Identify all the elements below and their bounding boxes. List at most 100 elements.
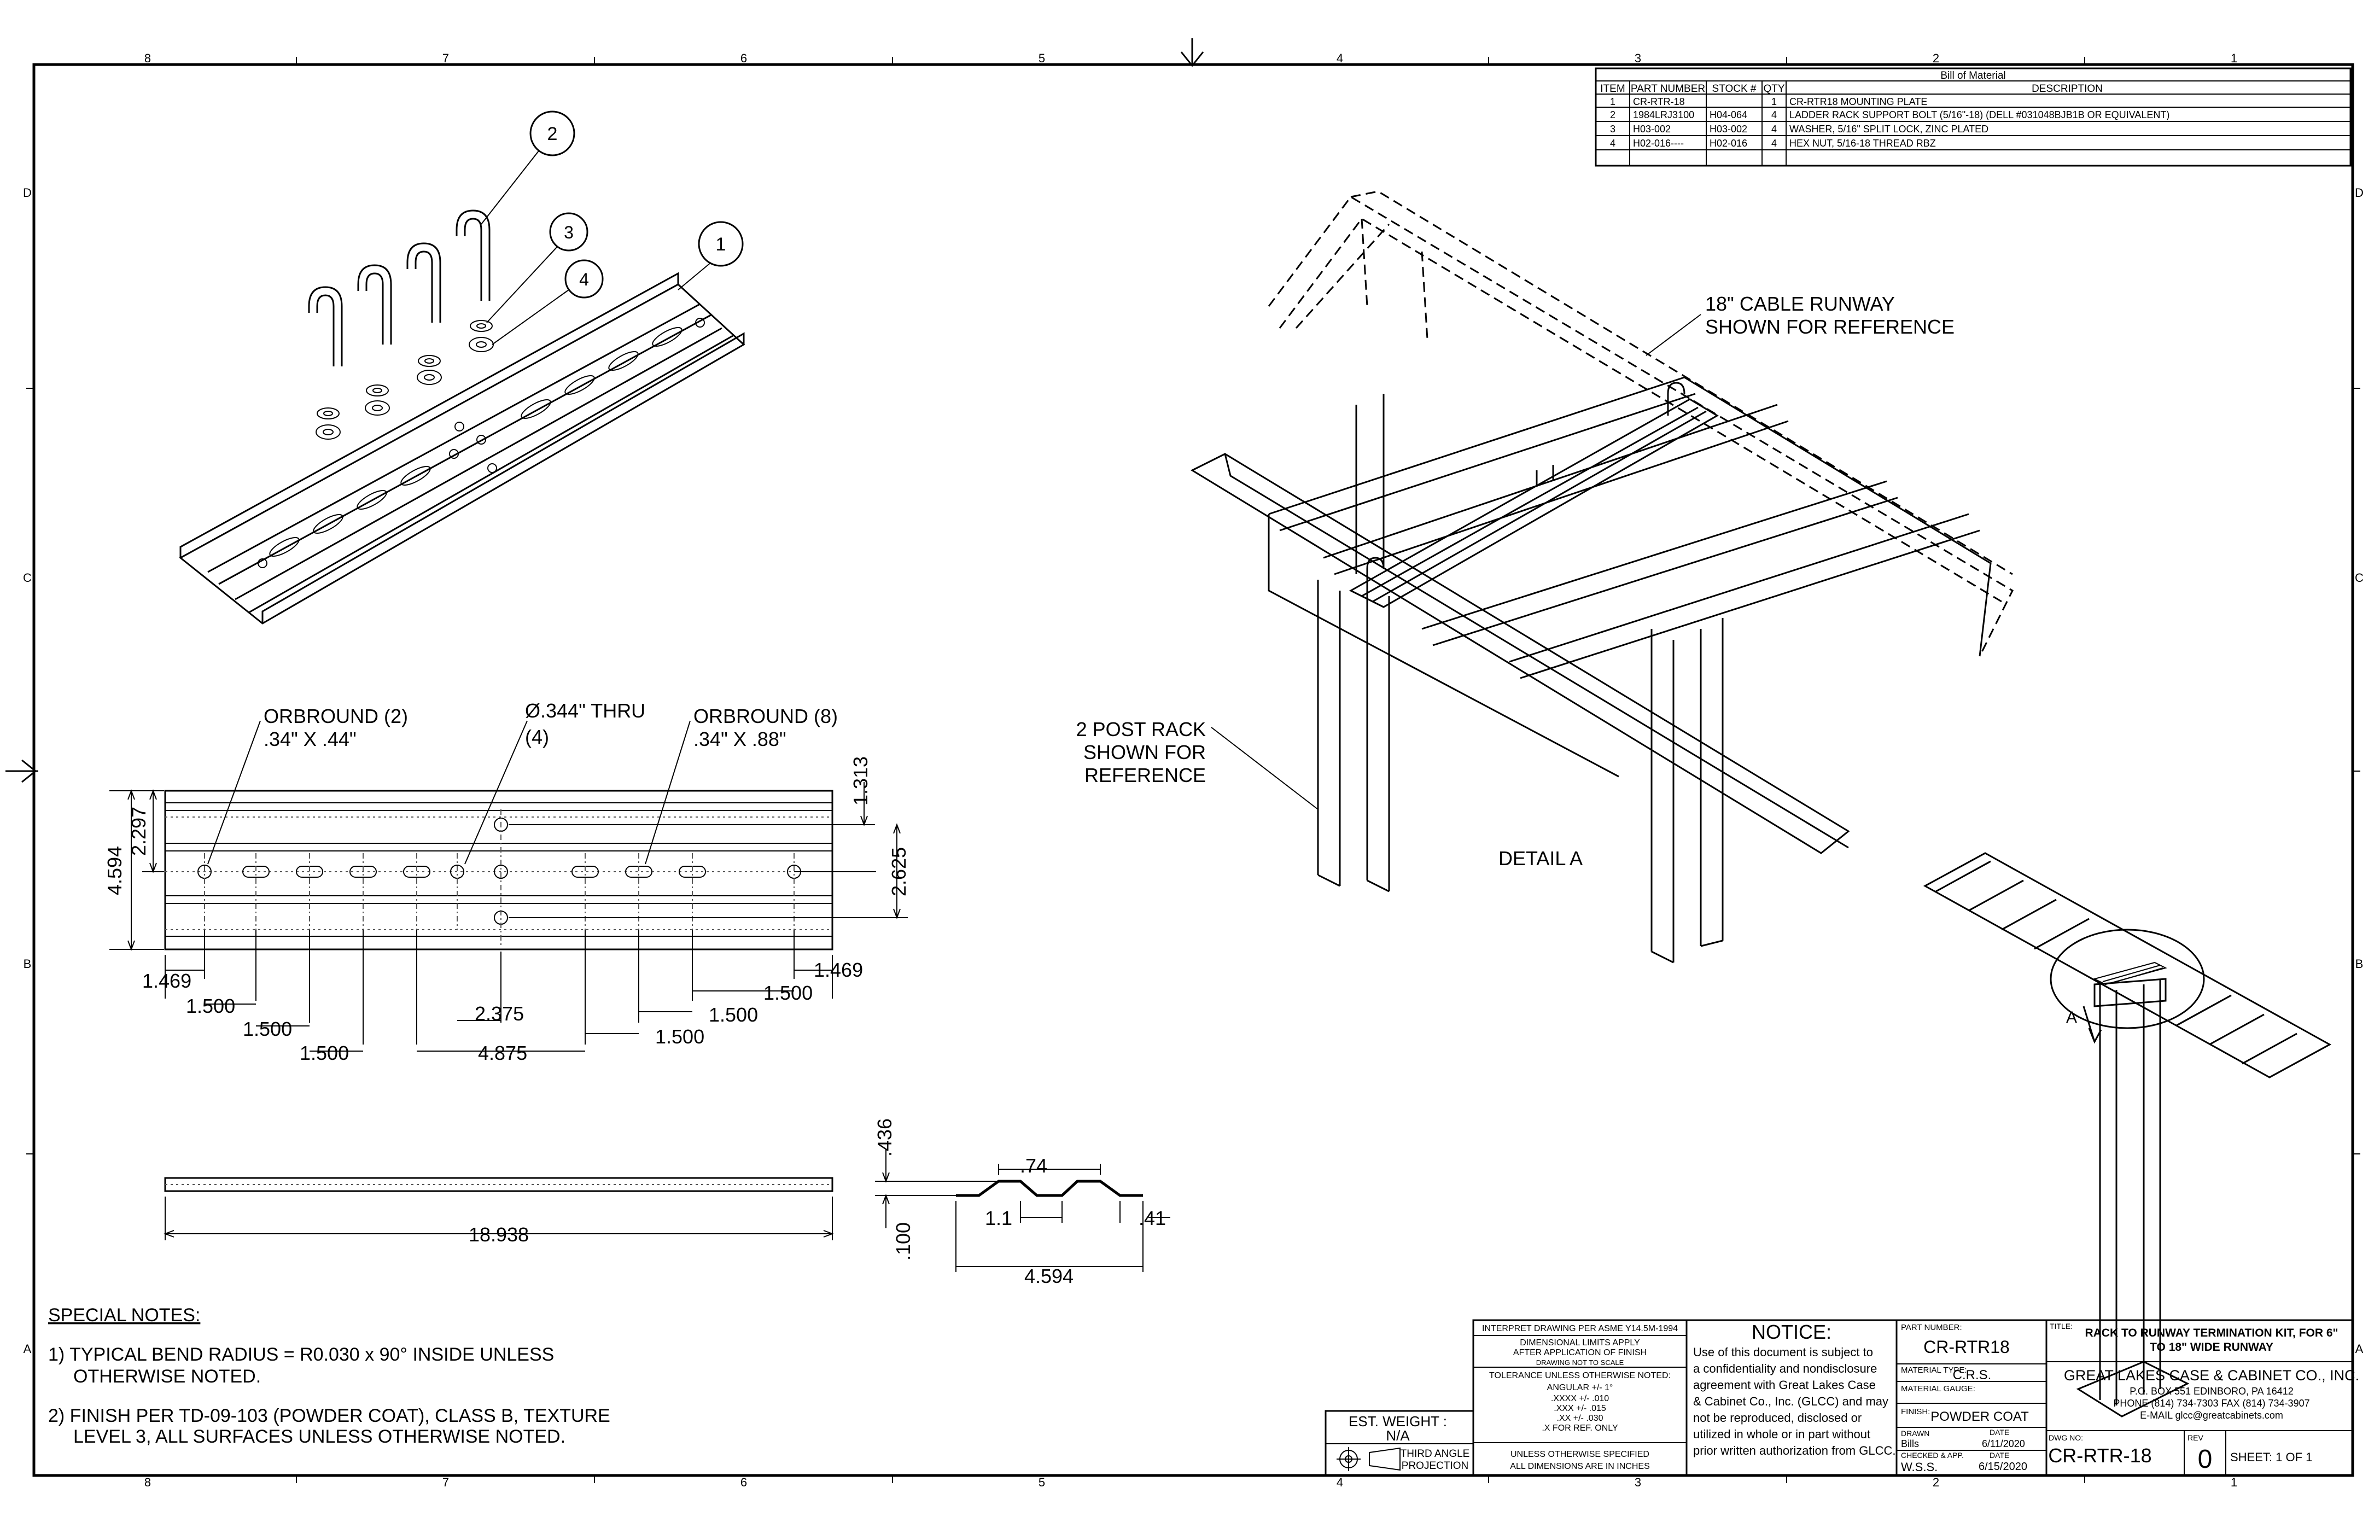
rack-callout-line3: REFERENCE [1084,764,1206,786]
flat-pattern-vertical-dims-right [509,782,908,919]
zone-col-6-bottom: 6 [740,1475,747,1489]
bom-header-qty: QTY [1763,83,1784,95]
note-2-line2: LEVEL 3, ALL SURFACES UNLESS OTHERWISE N… [73,1426,565,1447]
tolerance-heading: TOLERANCE UNLESS OTHERWISE NOTED: [1489,1371,1671,1380]
note-2-line1: 2) FINISH PER TD-09-103 (POWDER COAT), C… [48,1405,610,1426]
rack-uprights [1317,394,1724,964]
notes-heading: SPECIAL NOTES: [48,1305,200,1326]
title-line2: TO 18" WIDE RUNWAY [2150,1341,2273,1354]
bom-row-1-item: 1 [1610,96,1615,107]
bom-row-1-part: CR-RTR-18 [1633,96,1685,107]
j-bolts [308,209,491,366]
checked-by: W.S.S. [1901,1460,1938,1474]
tolerance-4-place: .XXXX +/- .010 [1551,1394,1609,1403]
overview-rack [2076,978,2190,1418]
special-notes: SPECIAL NOTES: 1) TYPICAL BEND RADIUS = … [48,1305,610,1447]
detail-a-view: 18" CABLE RUNWAY SHOWN FOR REFERENCE 2 P… [1076,190,2014,964]
dim-18938: 18.938 [469,1223,529,1246]
balloon-4: 4 [579,270,589,289]
interp-line1: INTERPRET DRAWING PER ASME Y14.5M-1994 [1482,1324,1678,1333]
dim-41: .41 [1139,1207,1166,1229]
balloon-2: 2 [547,124,558,144]
detail-circle-a: A [2050,929,2205,1044]
tolerance-angular: ANGULAR +/- 1° [1547,1383,1613,1392]
flat-pattern-vertical-dims-left [109,789,164,951]
zone-row-d-left: D [23,186,32,200]
notice-line-2: a confidentiality and nondisclosure [1693,1362,1877,1375]
finish-label: FINISH: [1901,1407,1930,1416]
tolerance-1-place: .X FOR REF. ONLY [1542,1424,1618,1433]
company-address: P.O. BOX 551 EDINBORO, PA 16412 [2130,1386,2294,1397]
flat-pattern-view: ORBROUND (2) .34" X .44" Ø.344" THRU (4)… [103,699,910,1064]
zone-col-2-top: 2 [1933,51,1939,65]
zone-col-5-bottom: 5 [1039,1475,1045,1489]
bom-row-2-qty: 4 [1771,109,1777,120]
bom-header-stock: STOCK # [1712,83,1757,95]
washers-and-nuts [316,320,494,440]
title-label: TITLE: [2050,1322,2073,1331]
zone-col-4-bottom: 4 [1337,1475,1343,1489]
dim-1500-f: 1.500 [763,982,813,1004]
zone-col-7-bottom: 7 [442,1475,449,1489]
bom-row-2-item: 2 [1610,109,1615,120]
est-weight-label: EST. WEIGHT : [1349,1413,1447,1430]
notice-line-6: utilized in whole or in part without [1693,1427,1870,1441]
projection-line1: THIRD ANGLE [1401,1448,1470,1460]
bom-row-3-qty: 4 [1771,124,1777,135]
dim-1500-a: 1.500 [186,995,235,1017]
overview-plate-hatched [2093,961,2167,985]
checked-label: CHECKED & APP. [1901,1451,1964,1460]
drawn-date-label: DATE [1990,1428,2009,1437]
dim-4594-bottom: 4.594 [1024,1265,1074,1287]
part-number-label: PART NUMBER: [1901,1323,1962,1332]
hole-callout-leaders [207,720,691,865]
dim-4875: 4.875 [478,1042,527,1064]
zone-col-6-top: 6 [740,51,747,65]
interp-line3: AFTER APPLICATION OF FINISH [1513,1348,1647,1357]
thru-callout-line1: Ø.344" THRU [525,699,645,722]
bom-row-3-desc: WASHER, 5/16" SPLIT LOCK, ZINC PLATED [1789,124,1988,135]
bom-row-3-stock: H03-002 [1710,124,1747,135]
est-weight-value: N/A [1386,1427,1410,1444]
rack-callout-line1: 2 POST RACK [1076,718,1206,740]
orbround8-callout-line1: ORBROUND (8) [693,705,838,727]
overview-runway [1923,852,2332,1078]
cable-runway-reference [1268,190,2014,657]
flat-pattern-centerlines [204,809,795,946]
company-name: GREAT LAKES CASE & CABINET CO., INC. [2064,1367,2359,1384]
finish-value: POWDER COAT [1930,1409,2029,1424]
bom-row-1-qty: 1 [1771,96,1777,107]
rev-value: 0 [2198,1445,2213,1474]
company-phone: PHONE (814) 734-7303 FAX (814) 734-3907 [2113,1398,2309,1409]
item-balloons: 1 2 3 4 [481,110,744,345]
section-profile-view: .436 .74 1.1 .100 .41 4.594 [873,1118,1170,1287]
rev-label: REV [2188,1433,2203,1442]
runway-callout-line2: SHOWN FOR REFERENCE [1705,316,1955,338]
zone-row-a-left: A [24,1342,32,1356]
company-email: E-MAIL glcc@greatcabinets.com [2140,1410,2283,1421]
bom-row-2-part: 1984LRJ3100 [1633,109,1694,120]
title-line1: RACK TO RUNWAY TERMINATION KIT, FOR 6" [2085,1327,2338,1339]
notice-line-5: not be reproduced, disclosed or [1693,1411,1862,1425]
mounting-plate-slots [258,318,705,568]
dim-11: 1.1 [985,1207,1012,1229]
tolerance-3-place: .XXX +/- .015 [1554,1404,1606,1413]
zone-col-3-bottom: 3 [1635,1475,1641,1489]
drawn-label: DRAWN [1901,1429,1929,1438]
zone-col-8-top: 8 [144,51,151,65]
rack-callout-line2: SHOWN FOR [1083,741,1206,763]
mounting-plate-iso [179,272,745,625]
dim-1500-e: 1.500 [709,1004,758,1026]
material-type-value: C.R.S. [1953,1368,1992,1382]
zone-col-7-top: 7 [442,51,449,65]
part-number-value: CR-RTR18 [1923,1337,2010,1357]
units-line2: ALL DIMENSIONS ARE IN INCHES [1510,1462,1649,1471]
zone-row-c-right: C [2355,571,2364,585]
drawn-date: 6/11/2020 [1982,1438,2025,1449]
side-view: 18.938 [164,1177,834,1246]
zone-row-b-right: B [2355,957,2364,971]
balloon-3: 3 [564,223,574,242]
dim-436: .436 [873,1118,896,1157]
dim-1469-a: 1.469 [142,970,191,992]
